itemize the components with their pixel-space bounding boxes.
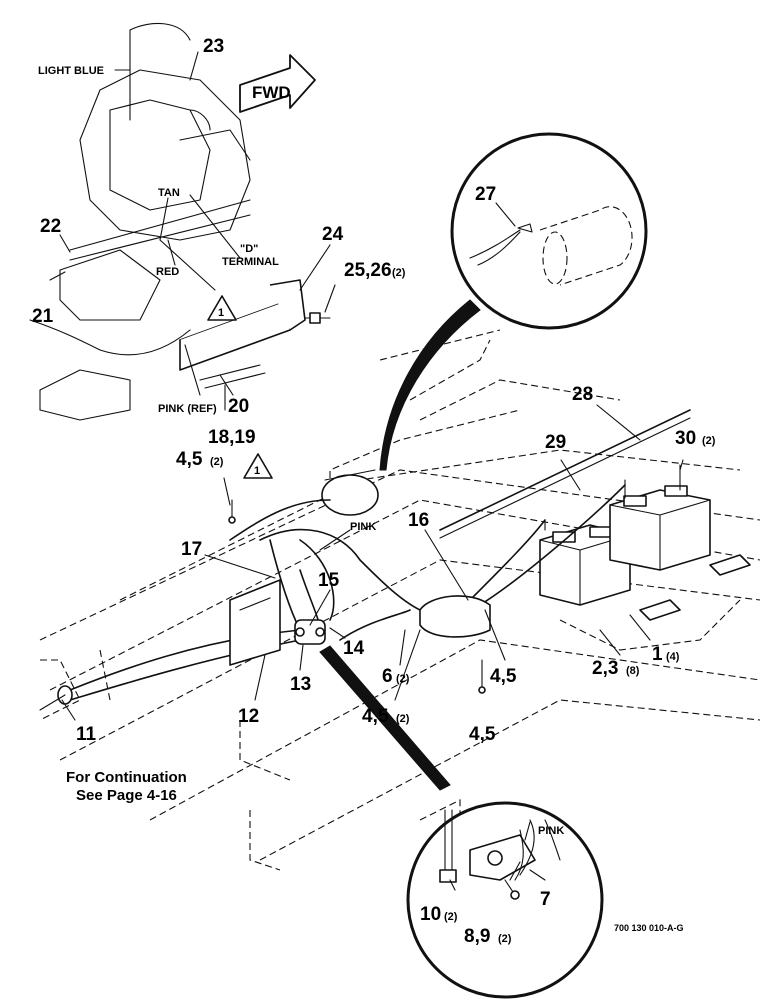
continuation-note-line1: For Continuation <box>66 769 187 786</box>
figure-code: 700 130 010-A-G <box>614 923 684 933</box>
callout-15: 15 <box>318 570 340 591</box>
callout-4-5-top: 4,5 <box>176 449 203 470</box>
note-triangle-mid: 1 <box>243 453 273 479</box>
note-triangle-top: 1 <box>207 295 237 321</box>
callout-7: 7 <box>540 889 551 910</box>
callout-4-5-right: 4,5 <box>490 666 517 687</box>
note-symbol-mid: 1 <box>254 465 260 477</box>
detail-pointer-top <box>379 299 481 471</box>
detail-view-bottom <box>406 801 604 999</box>
frame-cylinder <box>321 469 379 516</box>
hold-down-rod <box>439 409 691 531</box>
callout-13: 13 <box>290 674 311 695</box>
callout-14: 14 <box>343 638 365 659</box>
d-terminal-label-line1: "D" <box>240 243 258 255</box>
callout-24: 24 <box>322 224 344 245</box>
light-blue-label: LIGHT BLUE <box>38 65 104 77</box>
callout-4-5-mid: 4,5 <box>362 706 389 727</box>
callout-1: 1 <box>652 644 663 665</box>
callout-21: 21 <box>32 306 54 327</box>
callout-22: 22 <box>40 216 61 237</box>
callout-28: 28 <box>572 384 593 405</box>
callout-16: 16 <box>408 510 429 531</box>
callout-11: 11 <box>76 724 97 745</box>
pink-label-main: PINK <box>350 521 376 533</box>
callout-4-5-mid-qty: (2) <box>396 713 410 725</box>
callout-25-26: 25,26 <box>344 260 392 281</box>
starter-solenoid <box>294 619 326 645</box>
detail-pointer-bottom <box>319 645 451 791</box>
mounting-bracket <box>179 279 331 389</box>
callout-20: 20 <box>228 396 249 417</box>
callout-4-5-lower: 4,5 <box>469 724 496 745</box>
leader-lines <box>49 51 684 891</box>
callout-2-3-qty: (8) <box>626 665 640 677</box>
callout-8-9: 8,9 <box>464 926 490 947</box>
pink-label-detail: PINK <box>538 825 564 837</box>
callout-2-3: 2,3 <box>592 658 618 679</box>
callout-27: 27 <box>475 184 496 205</box>
d-terminal-label-line2: TERMINAL <box>222 256 279 268</box>
callout-4-5-top-qty: (2) <box>210 456 224 468</box>
junction-box <box>419 595 491 638</box>
note-symbol-top: 1 <box>218 307 224 319</box>
callout-10: 10 <box>420 904 441 925</box>
tan-label: TAN <box>158 187 180 199</box>
callout-18-19: 18,19 <box>208 427 256 448</box>
fwd-label: FWD <box>252 83 291 102</box>
pink-ref-label: PINK (REF) <box>158 403 217 415</box>
callout-30: 30 <box>675 428 696 449</box>
callout-10-qty: (2) <box>444 911 458 923</box>
batteries <box>539 464 711 606</box>
callout-17: 17 <box>181 539 202 560</box>
red-label: RED <box>156 266 179 278</box>
callout-6-qty: (2) <box>396 673 410 685</box>
engine-assembly <box>29 22 251 421</box>
callout-12: 12 <box>238 706 259 727</box>
relay-plate <box>229 579 281 666</box>
callout-1-qty: (4) <box>666 651 680 663</box>
callout-30-qty: (2) <box>702 435 716 447</box>
callout-6: 6 <box>382 666 393 687</box>
continuation-note-line2: See Page 4-16 <box>76 787 177 804</box>
forward-arrow: FWD <box>239 54 316 113</box>
detail-view-top <box>450 132 648 330</box>
callout-23: 23 <box>203 36 224 57</box>
callout-29: 29 <box>545 432 566 453</box>
callout-25-26-qty: (2) <box>392 267 406 279</box>
callout-8-9-qty: (2) <box>498 933 512 945</box>
